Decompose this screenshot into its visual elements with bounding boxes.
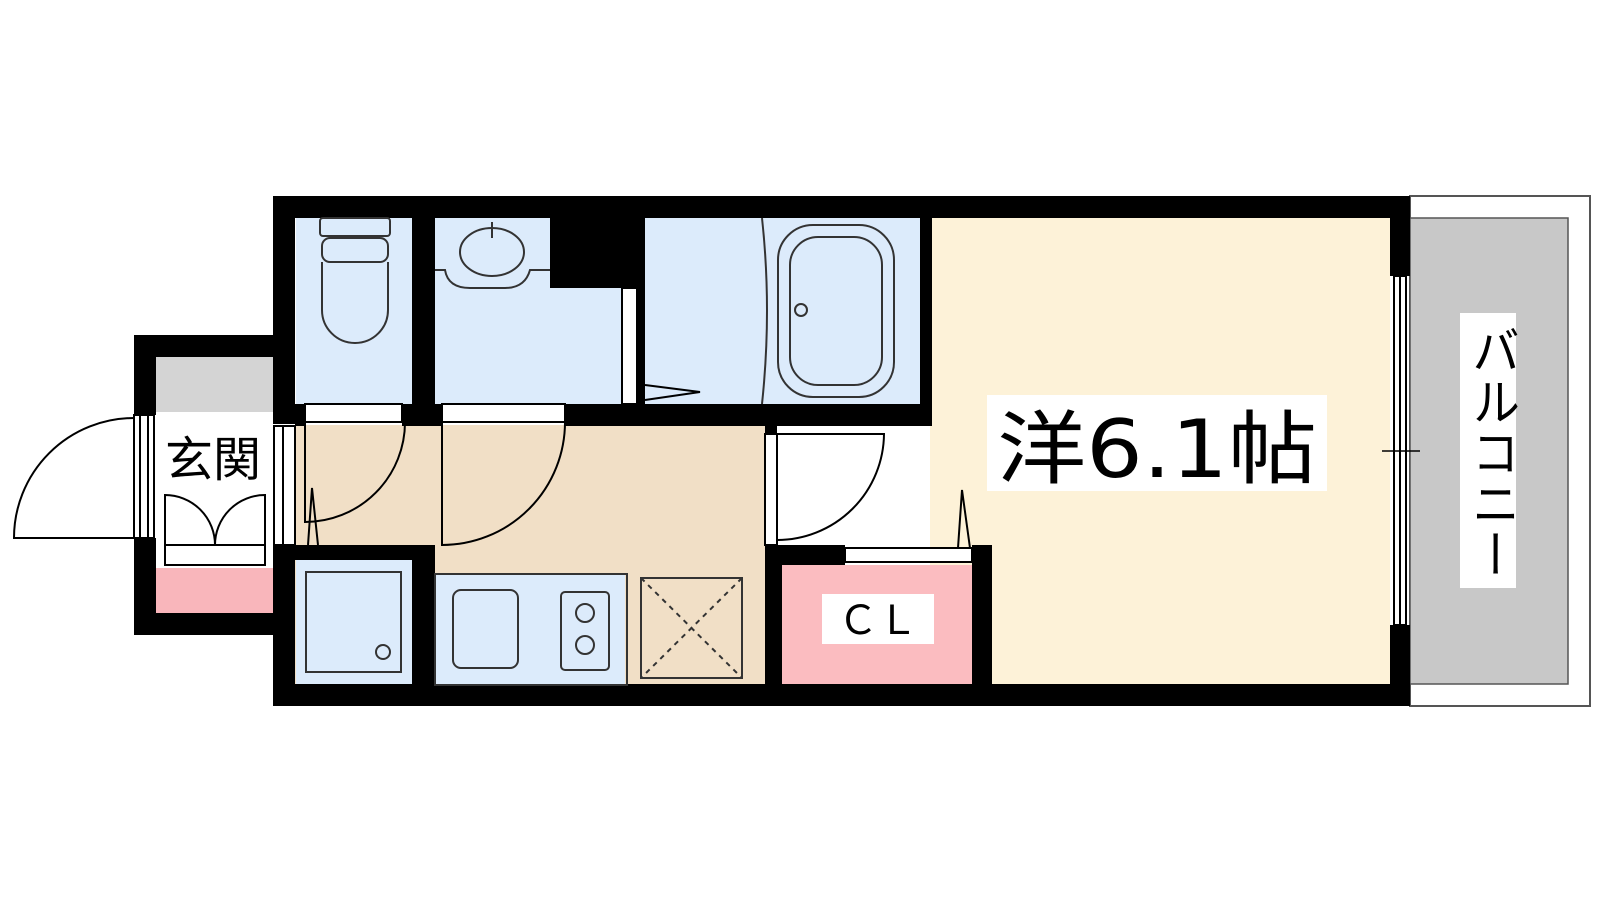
entrance-floor bbox=[156, 357, 274, 412]
sliding-door-icon bbox=[844, 489, 973, 563]
entrance-label-group: 玄関 bbox=[159, 432, 267, 488]
sliding-door-icon bbox=[307, 287, 701, 546]
balcony-label: バルコニー bbox=[1463, 325, 1519, 580]
toilet-icon bbox=[319, 217, 391, 344]
sink-icon bbox=[434, 573, 628, 686]
shoe-box-doors bbox=[164, 493, 266, 566]
washer-area bbox=[296, 560, 412, 685]
closet-label-group: ＣＬ bbox=[822, 594, 934, 644]
entrance-label: 玄関 bbox=[165, 432, 261, 488]
bathtub-icon bbox=[761, 217, 895, 405]
closet-label: ＣＬ bbox=[838, 598, 918, 644]
washing-machine-icon bbox=[305, 571, 402, 673]
window bbox=[1382, 275, 1420, 626]
washbasin-icon bbox=[435, 222, 550, 289]
room-label-group: 洋6.1帖 bbox=[987, 395, 1327, 496]
toilet-room bbox=[296, 218, 412, 404]
entrance-door bbox=[12, 414, 155, 539]
shoe-box bbox=[156, 568, 274, 613]
gas-stove-icon bbox=[560, 591, 610, 671]
bathroom bbox=[645, 218, 920, 404]
entrance-step bbox=[273, 425, 296, 546]
balcony-label-group: バルコニー bbox=[1460, 313, 1519, 588]
walls bbox=[134, 196, 1410, 706]
refrigerator-space-icon bbox=[640, 577, 743, 679]
western-room-label: 洋6.1帖 bbox=[997, 403, 1317, 496]
door-swing-icon bbox=[304, 403, 886, 547]
